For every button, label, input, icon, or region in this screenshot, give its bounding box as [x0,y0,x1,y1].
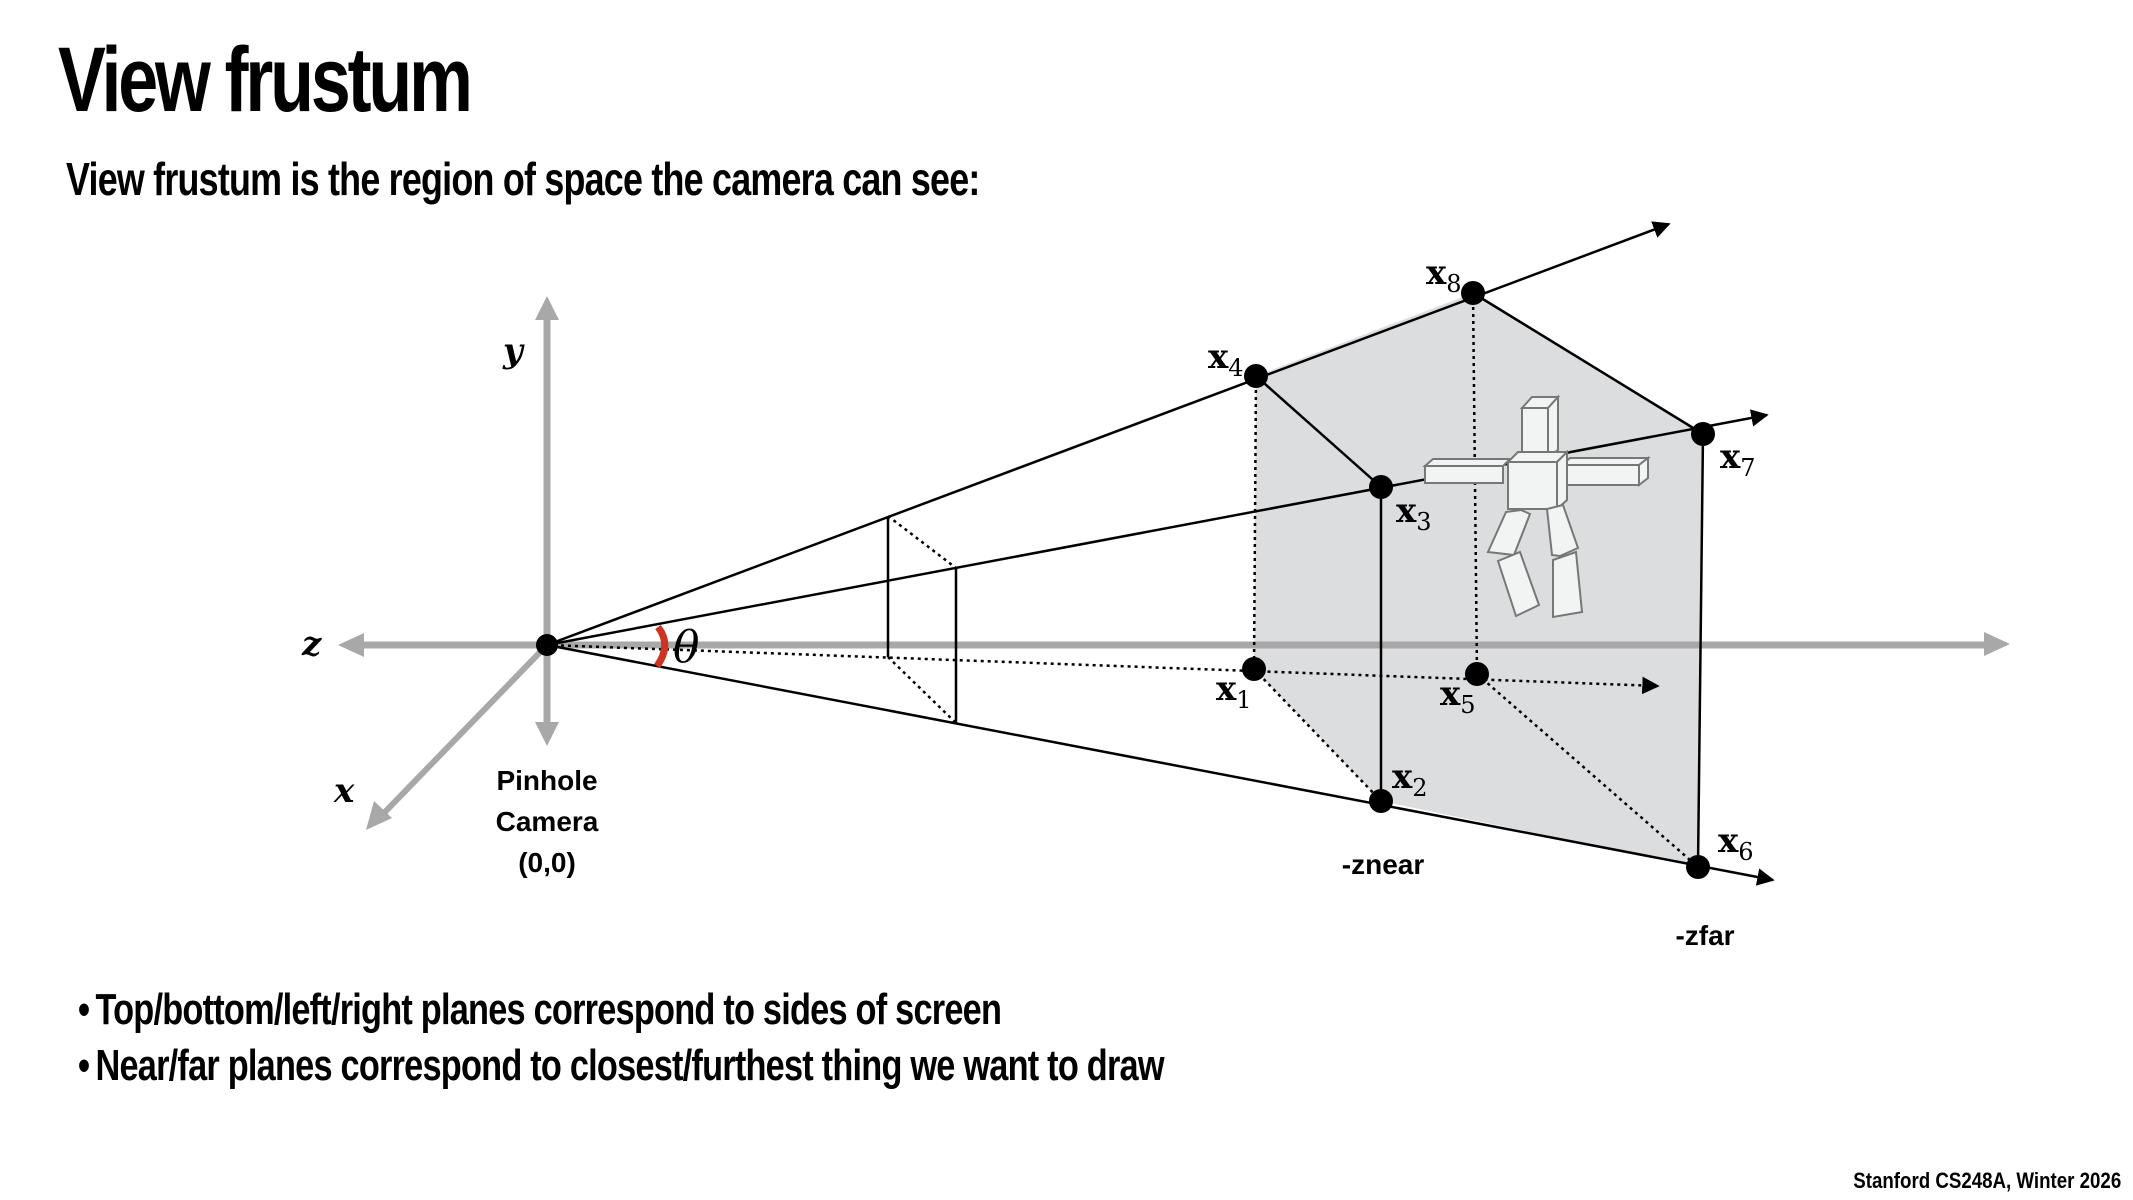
point-x5 [1465,662,1489,686]
bullet-text: Top/bottom/left/right planes correspond … [95,985,1002,1034]
slide-subtitle: View frustum is the region of space the … [66,153,980,205]
angle-label: θ [673,622,700,673]
camera-label-line3: (0,0) [518,847,576,878]
point-x3 [1369,475,1393,499]
label-x4: x4 [1208,337,1244,382]
coordinate-axes [338,296,2010,830]
bullet-item: •Top/bottom/left/right planes correspond… [78,982,1164,1038]
bullet-item: •Near/far planes correspond to closest/f… [78,1038,1165,1094]
camera-label-line2: Camera [496,806,599,837]
point-x8 [1461,281,1485,305]
angle-arc-icon [654,624,669,669]
x-axis [379,642,550,818]
label-x3: x3 [1396,491,1432,536]
camera-point [536,634,558,656]
point-x6 [1686,855,1710,879]
frustum-corners [1242,281,1715,879]
label-x6: x6 [1718,821,1754,866]
zfar-label: -zfar [1675,920,1734,951]
bullet-list: •Top/bottom/left/right planes correspond… [78,982,1470,1094]
label-x8: x8 [1426,253,1462,298]
label-x2: x2 [1392,757,1428,802]
camera-label: Pinhole Camera (0,0) [496,765,599,878]
frustum-volume [1254,293,1703,867]
z-axis-arrow-left-icon [338,633,364,657]
label-x5: x5 [1440,674,1476,719]
point-x2 [1369,789,1393,813]
point-x7 [1691,422,1715,446]
bullet-icon: • [78,985,90,1034]
corner-labels: x1 x2 x3 x4 x5 x6 x7 x8 [1208,253,1756,866]
z-axis-arrow-right-icon [1984,632,2010,656]
znear-label: -znear [1342,849,1425,880]
slide-footer: Stanford CS248A, Winter 2026 [1853,1168,2121,1193]
camera-label-line1: Pinhole [496,765,597,796]
y-axis-arrow-up-icon [535,296,559,320]
intermediate-plane [886,515,958,724]
near-plane [1252,375,1383,802]
y-axis-label: y [502,331,525,371]
point-x4 [1244,364,1268,388]
point-x1 [1242,657,1266,681]
label-x7: x7 [1720,437,1756,482]
slide-title: View frustum [58,29,473,131]
x-axis-label: x [333,771,355,811]
bullet-icon: • [78,1041,90,1090]
label-x1: x1 [1216,669,1252,714]
z-axis-label: z [301,624,322,664]
box-man-figure [1422,394,1651,619]
y-axis-arrow-down-icon [535,722,559,746]
bullet-text: Near/far planes correspond to closest/fu… [95,1041,1164,1090]
x-axis-arrow-icon [366,801,392,830]
